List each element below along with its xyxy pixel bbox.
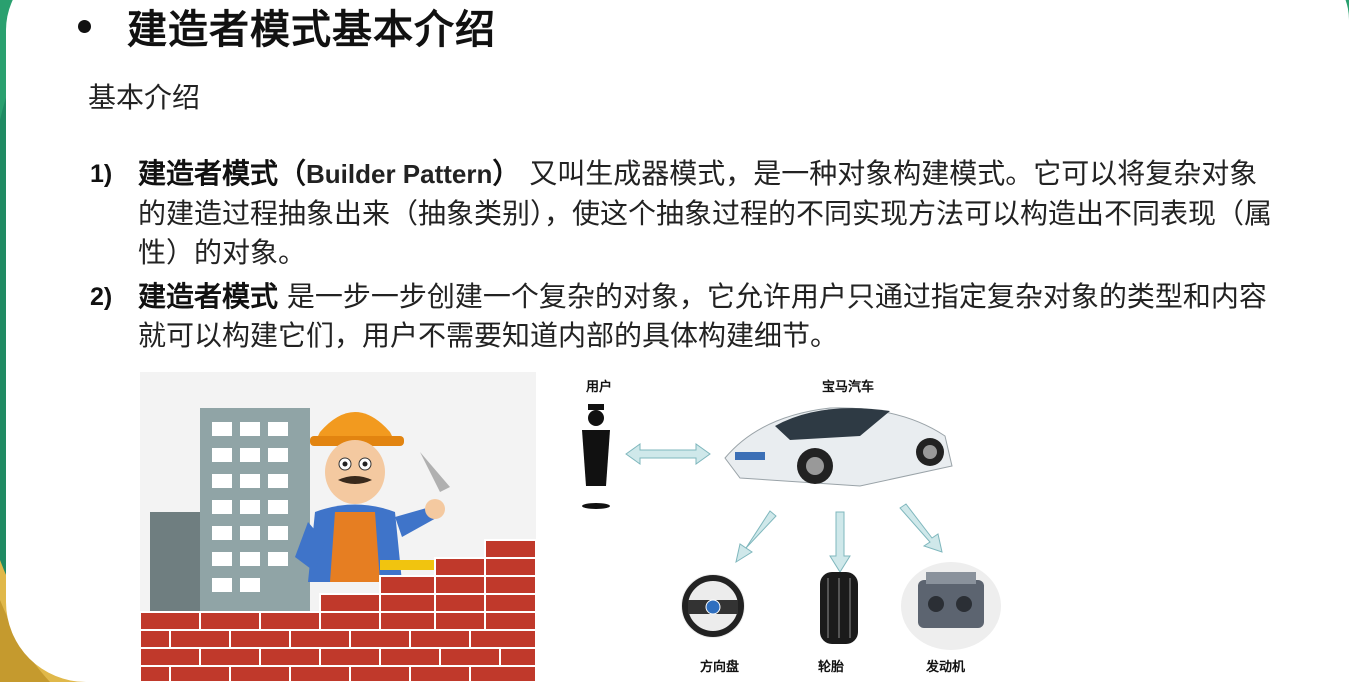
item-number: 2) (90, 283, 113, 311)
part-label-tire: 轮胎 (818, 660, 845, 675)
tire-icon (820, 572, 858, 644)
arrow-down-right-icon (899, 503, 943, 553)
item-description: 是一步一步创建一个复杂的对象，它允许用户只通过指定复杂对象的类型和内容就可以构建… (138, 280, 1267, 352)
arrow-down-left-icon (735, 510, 777, 564)
list-item: 1) 建造者模式（Builder Pattern） 又叫生成器模式，是一种对象构… (90, 154, 1290, 272)
item-text: 建造者模式 是一步一步创建一个复杂的对象，它允许用户只通过指定复杂对象的类型和内… (138, 277, 1278, 355)
car-icon (724, 407, 953, 487)
item-description: 又叫生成器模式，是一种对象构建模式。它可以将复杂对象的建造过程抽象出来（抽象类别… (138, 157, 1273, 269)
part-label-engine: 发动机 (926, 660, 966, 675)
diagram-graphics (582, 404, 1001, 650)
item-number: 1) (90, 160, 113, 188)
list-item: 2) 建造者模式 是一步一步创建一个复杂的对象，它允许用户只通过指定复杂对象的类… (90, 277, 1290, 355)
item-term-close: ） (492, 157, 521, 190)
builder-diagram: 用户 宝马汽车 方向盘 轮胎 发动机 (560, 366, 1020, 682)
subtitle: 基本介绍 (88, 81, 201, 114)
builder-worker-illustration (140, 372, 536, 682)
bullet-icon (78, 19, 91, 33)
arrow-down-icon (829, 511, 851, 573)
part-label-steering-wheel: 方向盘 (700, 660, 740, 675)
item-term: 建造者模式（ (138, 157, 307, 190)
title-row: 建造者模式基本介绍 (78, 0, 496, 53)
item-text: 建造者模式（Builder Pattern） 又叫生成器模式，是一种对象构建模式… (138, 154, 1278, 272)
steering-wheel-icon (681, 574, 745, 638)
item-term: 建造者模式 (138, 280, 279, 313)
user-figure-icon (582, 404, 610, 509)
engine-icon (901, 562, 1001, 650)
car-label: 宝马汽车 (822, 380, 875, 395)
bidirectional-arrow-icon (625, 443, 711, 465)
definition-list: 1) 建造者模式（Builder Pattern） 又叫生成器模式，是一种对象构… (90, 154, 1290, 360)
page-title: 建造者模式基本介绍 (127, 7, 496, 53)
item-term-english: Builder Pattern (306, 159, 493, 189)
user-label: 用户 (586, 380, 613, 395)
